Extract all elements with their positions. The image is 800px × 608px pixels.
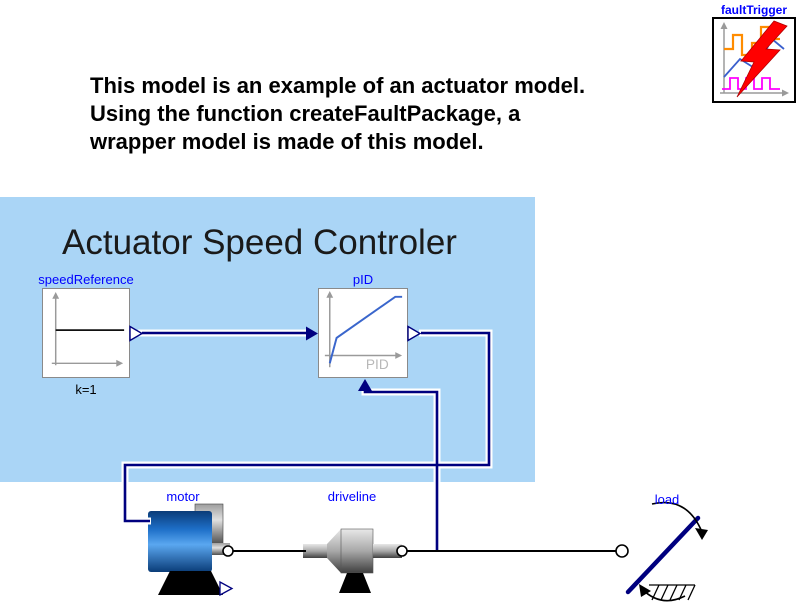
motor-label: motor [166,489,200,504]
support-arc-arrow-icon [639,584,651,597]
driveline-component[interactable] [295,513,410,595]
lightning-bolt-icon [736,20,788,98]
axis-arrow-icon [720,22,728,29]
connection-driveline-pid-feedback[interactable] [363,389,439,552]
motor-component[interactable] [140,498,240,600]
load-rotation-arc-icon [651,501,703,533]
ground-hatch-icon [660,584,669,601]
driveline-base-icon [339,573,371,593]
annotation-line-1: This model is an example of an actuator … [90,73,586,98]
fault-trigger-component[interactable] [712,17,796,103]
load-component[interactable] [595,488,800,608]
load-rotation-arrow-icon [695,528,708,540]
load-flange-connector[interactable] [615,544,629,558]
pid-input-port[interactable] [306,326,318,341]
axis-arrow-icon [395,352,403,359]
axis-arrow-icon [782,89,789,97]
speed-reference-block[interactable] [42,288,130,378]
ground-hatch-icon [687,584,696,601]
motor-body-icon [148,511,212,572]
axis-arrow-icon [116,359,124,367]
fault-trigger-label: faultTrigger [720,3,788,17]
load-lever-icon [625,515,701,595]
ground-hatch-icon [669,584,678,601]
pid-output-port[interactable] [407,325,422,342]
annotation-line-2: Using the function createFaultPackage, a [90,101,521,126]
connection-pid-motor[interactable] [123,331,491,523]
axis-arrow-icon [326,290,334,298]
motor-base-icon [158,571,223,595]
panel-title: Actuator Speed Controler [62,223,457,262]
driveline-label: driveline [327,489,377,504]
pid-icon-text: PID [366,357,389,372]
speed-reference-output-port[interactable] [129,325,144,342]
motor-support-arrow-icon [219,580,234,597]
driveline-left-shaft-icon [303,544,327,558]
driveline-cone-icon [327,529,341,573]
fault-trigger-icon [720,20,789,98]
driveline-flange-connector[interactable] [396,545,408,557]
pid-curve-icon: PID [324,290,403,372]
pid-label: pID [352,272,374,287]
speed-reference-label: speedReference [38,272,134,287]
annotation-line-3: wrapper model is made of this model. [90,129,484,154]
k-parameter-label: k=1 [75,382,97,397]
constant-plot-icon [51,291,125,367]
pid-feedback-port[interactable] [358,379,372,391]
annotation-text: This model is an example of an actuator … [90,72,585,156]
pid-block[interactable]: PID [318,288,408,378]
connection-casing [361,388,441,554]
load-label: load [654,492,680,507]
driveline-right-shaft-icon [373,544,402,558]
driveline-housing-icon [340,528,374,574]
motor-flange-connector[interactable] [222,545,234,557]
axis-arrow-icon [52,291,60,299]
pid-response-curve [328,295,403,364]
